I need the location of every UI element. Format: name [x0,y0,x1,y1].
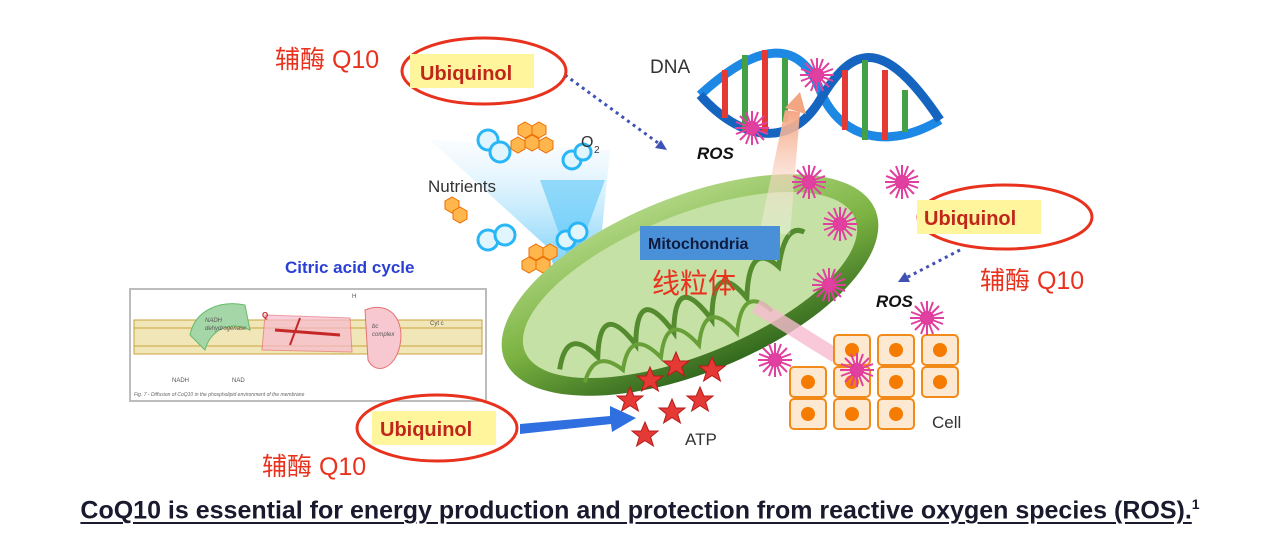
caption-text: CoQ10 is essential for energy production… [80,496,1192,525]
ros-arrow-cell [752,300,840,362]
ros-label-top: ROS [697,144,735,163]
coq10-label-bottom: 辅酶 Q10 [262,453,366,481]
membrane-inset [129,288,487,402]
inset-nad-label: NAD [232,378,245,384]
nutrients-label: Nutrients [428,177,496,196]
o2-subscript: 2 [594,145,600,156]
ubiquinol-label-top: Ubiquinol [420,63,512,85]
citric-acid-cycle-label: Citric acid cycle [285,258,414,277]
dna-helix [696,48,944,142]
inset-complex-label: complex [372,332,395,338]
caption-superscript[interactable]: 1 [1191,496,1200,512]
mitochondria-label: Mitochondria [648,236,749,253]
caption-link[interactable]: CoQ10 is essential for energy production… [80,496,1191,524]
ros-label-right: ROS [876,292,914,311]
inset-nadh2-label: NADH [172,378,189,384]
ros-arrow-dna [760,110,800,235]
ubiquinol-atp-arrow [520,406,636,434]
coq10-label-right: 辅酶 Q10 [980,267,1084,295]
dna-label: DNA [650,57,690,78]
ubiquinol-top-bg [410,54,534,88]
mitochondria-label-box [640,226,780,260]
ubiquinol-label-right: Ubiquinol [924,208,1016,230]
ring-bottom [355,393,519,463]
inset-q-label: Q [262,311,268,320]
inset-cyt-label: Cyt c [430,321,444,327]
cell-label: Cell [932,413,961,432]
ubiquinol-right-bg [917,200,1041,234]
coq10-label-top: 辅酶 Q10 [275,46,379,74]
ubiquinol-label-bottom: Ubiquinol [380,419,472,441]
molecules [444,121,593,274]
inset-dehydrogenase-label: dehydrogenase [205,326,247,332]
inset-nadh-label: NADH [205,318,223,324]
atp-label: ATP [685,430,717,449]
o2-label: O [581,134,593,151]
inset-caption: Fig. 7 - Diffusion of CoQ10 in the phosp… [134,392,305,398]
inset-bc1-label: bc [372,324,378,330]
ubiquinol-bottom-bg [372,411,496,445]
mitochondria-cn-label: 线粒体 [652,268,736,299]
ring-top [400,36,568,106]
inset-h-label: H [352,294,356,300]
figure-caption: CoQ10 is essential for energy production… [0,496,1280,525]
